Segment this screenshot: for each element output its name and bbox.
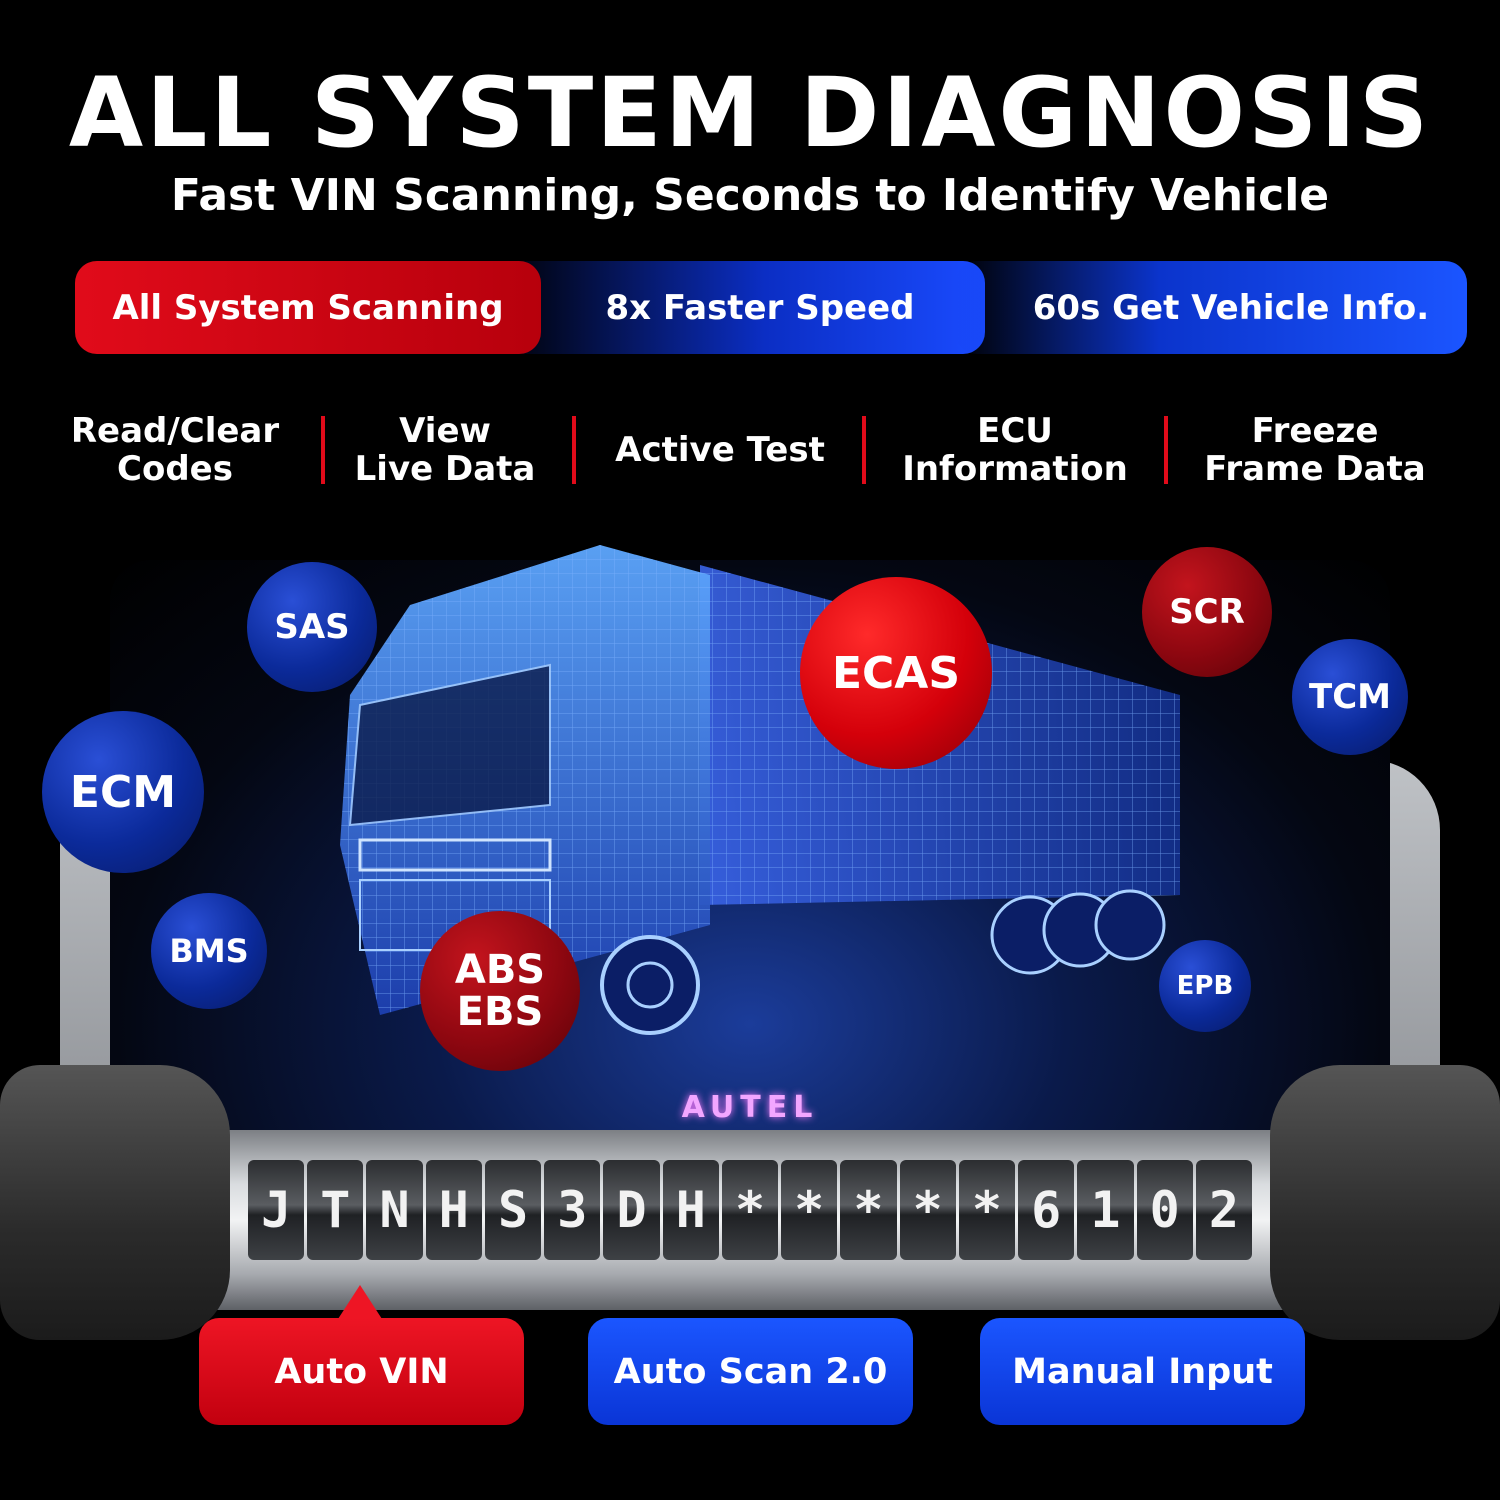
feature-pill-all-system: All System Scanning — [75, 261, 541, 354]
divider — [1164, 416, 1168, 484]
system-bubble-sas: SAS — [247, 562, 377, 692]
system-label: BMS — [169, 932, 249, 970]
vin-char: H — [662, 1160, 719, 1260]
vin-char: 3 — [544, 1160, 601, 1260]
vin-readout: J T N H S 3 D H * * * * * 6 1 0 2 — [248, 1160, 1252, 1260]
function-line: Live Data — [354, 449, 536, 489]
vin-char: * — [840, 1160, 897, 1260]
system-label: TCM — [1309, 677, 1391, 717]
system-label: ABS — [454, 947, 546, 993]
pointer-icon — [338, 1285, 382, 1319]
function-line: ECU — [977, 411, 1053, 451]
page-title: ALL SYSTEM DIAGNOSIS — [68, 57, 1432, 169]
vin-char: T — [307, 1160, 364, 1260]
vin-char: 6 — [1018, 1160, 1075, 1260]
vin-char: * — [781, 1160, 838, 1260]
grip-right — [1270, 1065, 1500, 1340]
function-line: Read/Clear — [70, 411, 280, 451]
vin-char: 1 — [1077, 1160, 1134, 1260]
system-bubble-epb: EPB — [1159, 940, 1251, 1032]
vin-char: * — [958, 1160, 1016, 1260]
divider — [572, 416, 576, 484]
function-line: Freeze — [1251, 411, 1379, 451]
vin-char: H — [425, 1160, 482, 1260]
vin-char: S — [484, 1160, 542, 1260]
feature-bar: 8x Faster Speed 60s Get Vehicle Info. Al… — [75, 261, 1467, 354]
divider — [321, 416, 325, 484]
function-line: View — [399, 411, 491, 451]
system-bubble-ecm: ECM — [42, 711, 204, 873]
vin-char: J — [248, 1160, 305, 1260]
system-label: SAS — [274, 607, 350, 647]
function-line: Frame Data — [1204, 449, 1426, 489]
system-bubble-tcm: TCM — [1292, 639, 1408, 755]
brand-logo: AUTEL — [681, 1090, 819, 1125]
system-bubble-scr: SCR — [1142, 547, 1272, 677]
feature-label: 8x Faster Speed — [605, 287, 915, 328]
function-line: Codes — [117, 449, 233, 489]
vin-char: D — [603, 1160, 660, 1260]
vin-char: * — [721, 1160, 779, 1260]
page-subtitle: Fast VIN Scanning, Seconds to Identify V… — [170, 170, 1330, 221]
system-bubble-ecas: ECAS — [800, 577, 992, 769]
feature-label: 60s Get Vehicle Info. — [1032, 287, 1430, 328]
function-line: Active Test — [615, 430, 825, 470]
system-bubble-bms: BMS — [151, 893, 267, 1009]
auto-scan-button[interactable]: Auto Scan 2.0 — [588, 1318, 913, 1425]
vin-char: N — [366, 1160, 423, 1260]
vin-char: 0 — [1136, 1160, 1193, 1260]
feature-label: All System Scanning — [112, 287, 504, 328]
function-line: Information — [902, 449, 1128, 489]
system-label: ECAS — [831, 647, 961, 699]
grip-left — [0, 1065, 230, 1340]
feature-pill-vehicle-info: 60s Get Vehicle Info. — [955, 261, 1467, 354]
system-label: EBS — [456, 989, 544, 1035]
system-label: ECM — [69, 766, 177, 818]
vin-char: * — [899, 1160, 956, 1260]
function-active-test: Active Test — [590, 410, 850, 490]
system-label: SCR — [1169, 592, 1245, 632]
divider — [862, 416, 866, 484]
feature-pill-speed: 8x Faster Speed — [495, 261, 985, 354]
manual-input-button[interactable]: Manual Input — [980, 1318, 1305, 1425]
system-label: EPB — [1176, 971, 1234, 1001]
auto-vin-button[interactable]: Auto VIN — [199, 1318, 524, 1425]
vin-char: 2 — [1195, 1160, 1252, 1260]
